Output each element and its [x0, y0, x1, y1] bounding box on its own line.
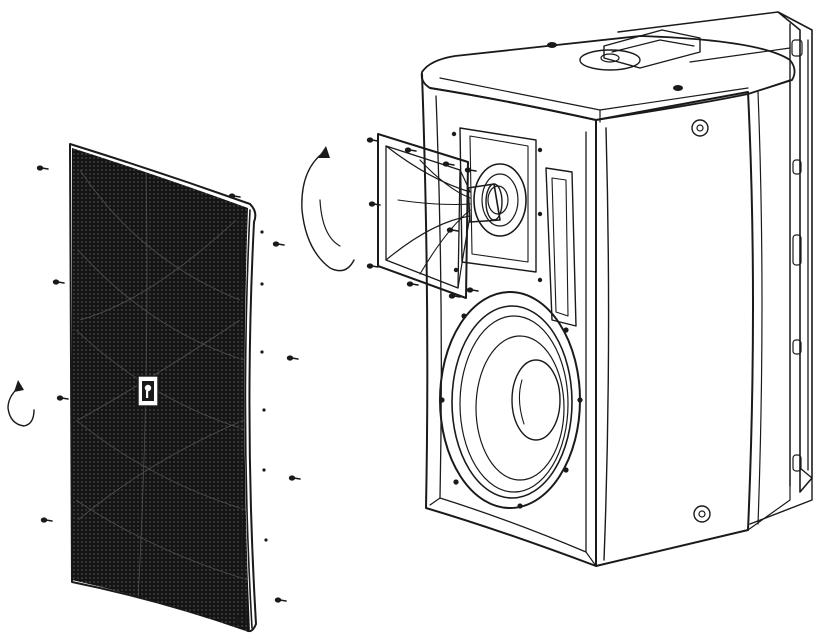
screw-set	[36, 137, 479, 623]
horn-screw	[442, 161, 455, 167]
grille-edge-holes	[260, 230, 268, 542]
grille-screw	[288, 475, 301, 481]
tweeter-horn	[377, 133, 503, 299]
horn-screw	[464, 167, 477, 173]
horn-screw	[404, 147, 417, 153]
speaker-cabinet	[420, 29, 796, 567]
grille-screw	[40, 517, 53, 523]
grille-screw	[272, 241, 285, 247]
horn-screw	[466, 287, 479, 293]
grille-screw	[274, 597, 287, 603]
grille-screw	[56, 395, 69, 401]
front-grille	[69, 143, 268, 633]
grille-screw	[52, 279, 65, 285]
grille-screw	[286, 355, 299, 361]
grille-screw	[36, 165, 49, 171]
horn-screw	[366, 263, 379, 269]
grille-screw	[228, 193, 241, 199]
woofer-cone	[439, 291, 583, 509]
woofer-bolts	[439, 313, 583, 509]
horn-screw	[406, 281, 419, 287]
rotation-arrow-horn	[301, 146, 355, 272]
rotation-arrow-grille	[7, 380, 35, 427]
horn-screw	[368, 201, 381, 207]
grille-logo	[137, 375, 159, 407]
horn-screw	[448, 293, 461, 299]
wall-mount-bracket	[617, 11, 813, 525]
horn-screw	[366, 137, 379, 143]
grille-screw	[234, 617, 247, 623]
horn-screw	[446, 227, 459, 233]
